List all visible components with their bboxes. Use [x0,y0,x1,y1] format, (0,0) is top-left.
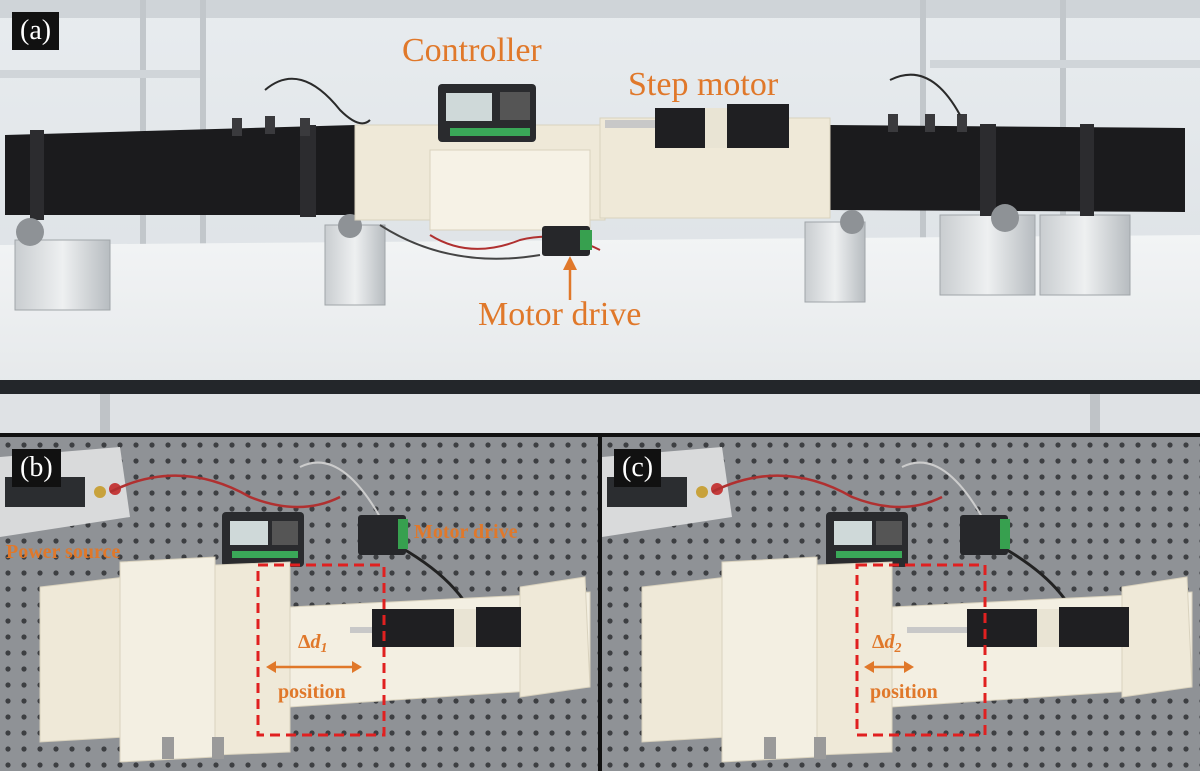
step-motor-label: Step motor [628,66,779,103]
panel-a-tag: (a) [12,12,60,50]
panel-c-photo: (c) Δd2 position [602,437,1200,771]
panel-b-tag: (b) [12,449,61,487]
panel-b-scene [0,437,598,771]
controller-label: Controller [402,32,542,69]
position-label: position [278,681,346,703]
delta-d1-label: Δd1 [298,631,328,656]
position-label: position [870,681,938,703]
power-source-label: Power source [6,541,121,563]
panel-a-scene [0,0,1200,433]
panel-c-tag: (c) [614,449,662,487]
panel-a-photo: (a) Controller Step motor Motor drive [0,0,1200,433]
motor-drive-label: Motor drive [414,521,518,543]
panel-c-scene [602,437,1200,771]
panel-b-photo: (b) Power source Motor drive Δd1 positio… [0,437,598,771]
motor-drive-label: Motor drive [478,296,642,333]
delta-d2-label: Δd2 [872,631,902,656]
